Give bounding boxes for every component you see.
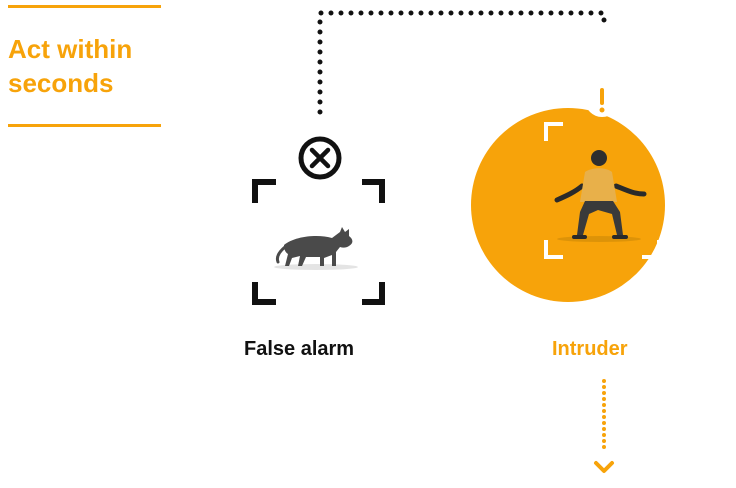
- heading-line-1: Act within: [8, 34, 133, 64]
- chevron-down-icon: [594, 461, 614, 473]
- heading-line-2: seconds: [8, 68, 114, 98]
- top-divider: [8, 5, 161, 8]
- intruder-label: Intruder: [552, 338, 628, 360]
- section-heading: Act within seconds: [8, 32, 178, 100]
- false-alarm-viewfinder: [252, 179, 385, 305]
- alert-exclamation-icon: [585, 83, 619, 117]
- intruder-highlight-circle: [471, 108, 665, 302]
- dismiss-x-icon: [298, 136, 342, 180]
- person-image: [554, 150, 647, 242]
- intruder-viewfinder: [544, 122, 661, 259]
- bottom-divider: [8, 124, 161, 127]
- cat-image: [274, 227, 358, 270]
- dotted-connector: [317, 10, 607, 115]
- false-alarm-label: False alarm: [244, 338, 355, 360]
